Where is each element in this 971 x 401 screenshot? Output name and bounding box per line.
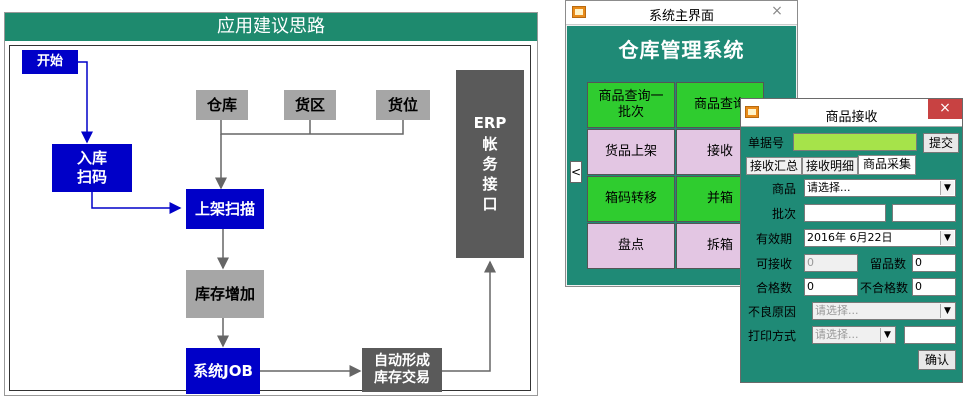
defect-reason-select: 请选择... ▼ xyxy=(812,302,956,320)
defect-reason-label: 不良原因 xyxy=(748,305,797,319)
chevron-down-icon: ▼ xyxy=(880,328,894,342)
box-transfer-button[interactable]: 箱码转移 xyxy=(587,176,675,222)
tab-receive-detail[interactable]: 接收明细 xyxy=(802,157,858,175)
flow-diagram: 应用建议思路 xyxy=(4,12,538,396)
submit-button[interactable]: 提交 xyxy=(923,133,959,153)
main-window: 系统主界面 × 仓库管理系统 商品查询一 批次 商品查询 货品上架 接收 箱码转… xyxy=(565,0,798,287)
qualified-count-input[interactable]: 0 xyxy=(804,278,858,296)
batch-label: 批次 xyxy=(772,207,797,221)
product-collect-panel: 商品 请选择... ▼ 批次 有效期 2016年 6月22日 ▼ 可接收 0 留… xyxy=(746,175,960,380)
print-method-label: 打印方式 xyxy=(748,329,797,343)
tab-receive-summary[interactable]: 接收汇总 xyxy=(746,157,802,175)
print-method-value: 请选择... xyxy=(815,328,859,341)
unqualified-count-label: 不合格数 xyxy=(860,281,909,295)
bracket-location xyxy=(220,120,404,135)
node-system-job: 系统JOB xyxy=(186,348,260,394)
tab-product-collect[interactable]: 商品采集 xyxy=(858,155,916,175)
expiry-date-value: 2016年 6月22日 xyxy=(807,231,893,244)
order-number-label: 单据号 xyxy=(748,136,785,150)
chevron-down-icon[interactable]: ▼ xyxy=(940,181,954,195)
confirm-button[interactable]: 确认 xyxy=(918,350,956,370)
node-warehouse: 仓库 xyxy=(196,90,248,120)
diagram-canvas: 开始 入库 扫码 仓库 货区 货位 上架扫描 库存增加 系统JOB 自动形成 库… xyxy=(9,45,531,394)
product-select[interactable]: 请选择... ▼ xyxy=(804,179,956,197)
scroll-left-button[interactable]: < xyxy=(570,161,582,183)
shelving-button[interactable]: 货品上架 xyxy=(587,129,675,175)
receive-window-title: 商品接收 xyxy=(825,110,878,125)
system-heading: 仓库管理系统 xyxy=(618,38,745,62)
receive-window: 商品接收 × 单据号 提交 接收汇总 接收明细 商品采集 商品 请选择... ▼… xyxy=(740,98,963,383)
node-stock-increase: 库存增加 xyxy=(186,270,264,318)
receive-close-button[interactable]: × xyxy=(928,99,962,119)
product-label: 商品 xyxy=(772,182,797,196)
receive-titlebar: 商品接收 × xyxy=(741,99,962,127)
flow-arrows xyxy=(78,61,496,377)
main-window-title: 系统主界面 xyxy=(648,9,714,24)
print-method-select: 请选择... ▼ xyxy=(812,326,896,344)
main-close-button[interactable]: × xyxy=(771,3,783,19)
app-icon xyxy=(745,106,759,118)
arrow-start-inbound xyxy=(78,61,93,144)
receivable-label: 可接收 xyxy=(756,257,793,271)
product-select-value: 请选择... xyxy=(807,181,851,194)
main-titlebar: 系统主界面 × xyxy=(566,1,797,25)
sample-count-label: 留品数 xyxy=(870,257,907,271)
qualified-count-label: 合格数 xyxy=(756,281,793,295)
node-zone: 货区 xyxy=(284,90,336,120)
node-location: 货位 xyxy=(376,90,430,120)
chevron-down-icon[interactable]: ▼ xyxy=(940,231,954,245)
diagram-title: 应用建议思路 xyxy=(5,13,537,41)
sample-count-input[interactable]: 0 xyxy=(912,254,956,272)
node-start: 开始 xyxy=(22,50,78,74)
print-extra-input[interactable] xyxy=(904,326,956,344)
arrow-transaction-erp xyxy=(442,260,496,372)
app-icon xyxy=(572,6,586,18)
product-query-batch-button[interactable]: 商品查询一 批次 xyxy=(587,82,675,128)
defect-reason-value: 请选择... xyxy=(815,304,859,317)
node-auto-transaction: 自动形成 库存交易 xyxy=(362,348,442,392)
batch-input[interactable] xyxy=(804,204,886,222)
order-number-input[interactable] xyxy=(793,133,917,151)
chevron-down-icon: ▼ xyxy=(940,304,954,318)
unqualified-count-input[interactable]: 0 xyxy=(912,278,956,296)
node-shelving-scan: 上架扫描 xyxy=(186,189,264,229)
expiry-label: 有效期 xyxy=(756,232,793,246)
arrow-inbound-shelving xyxy=(91,191,182,214)
batch-input-2[interactable] xyxy=(892,204,956,222)
expiry-date-picker[interactable]: 2016年 6月22日 ▼ xyxy=(804,229,956,247)
node-erp-interface: ERP 帐 务 接 口 xyxy=(456,70,524,258)
stocktake-button[interactable]: 盘点 xyxy=(587,223,675,269)
receivable-input: 0 xyxy=(804,254,858,272)
node-inbound-scan: 入库 扫码 xyxy=(52,144,132,192)
